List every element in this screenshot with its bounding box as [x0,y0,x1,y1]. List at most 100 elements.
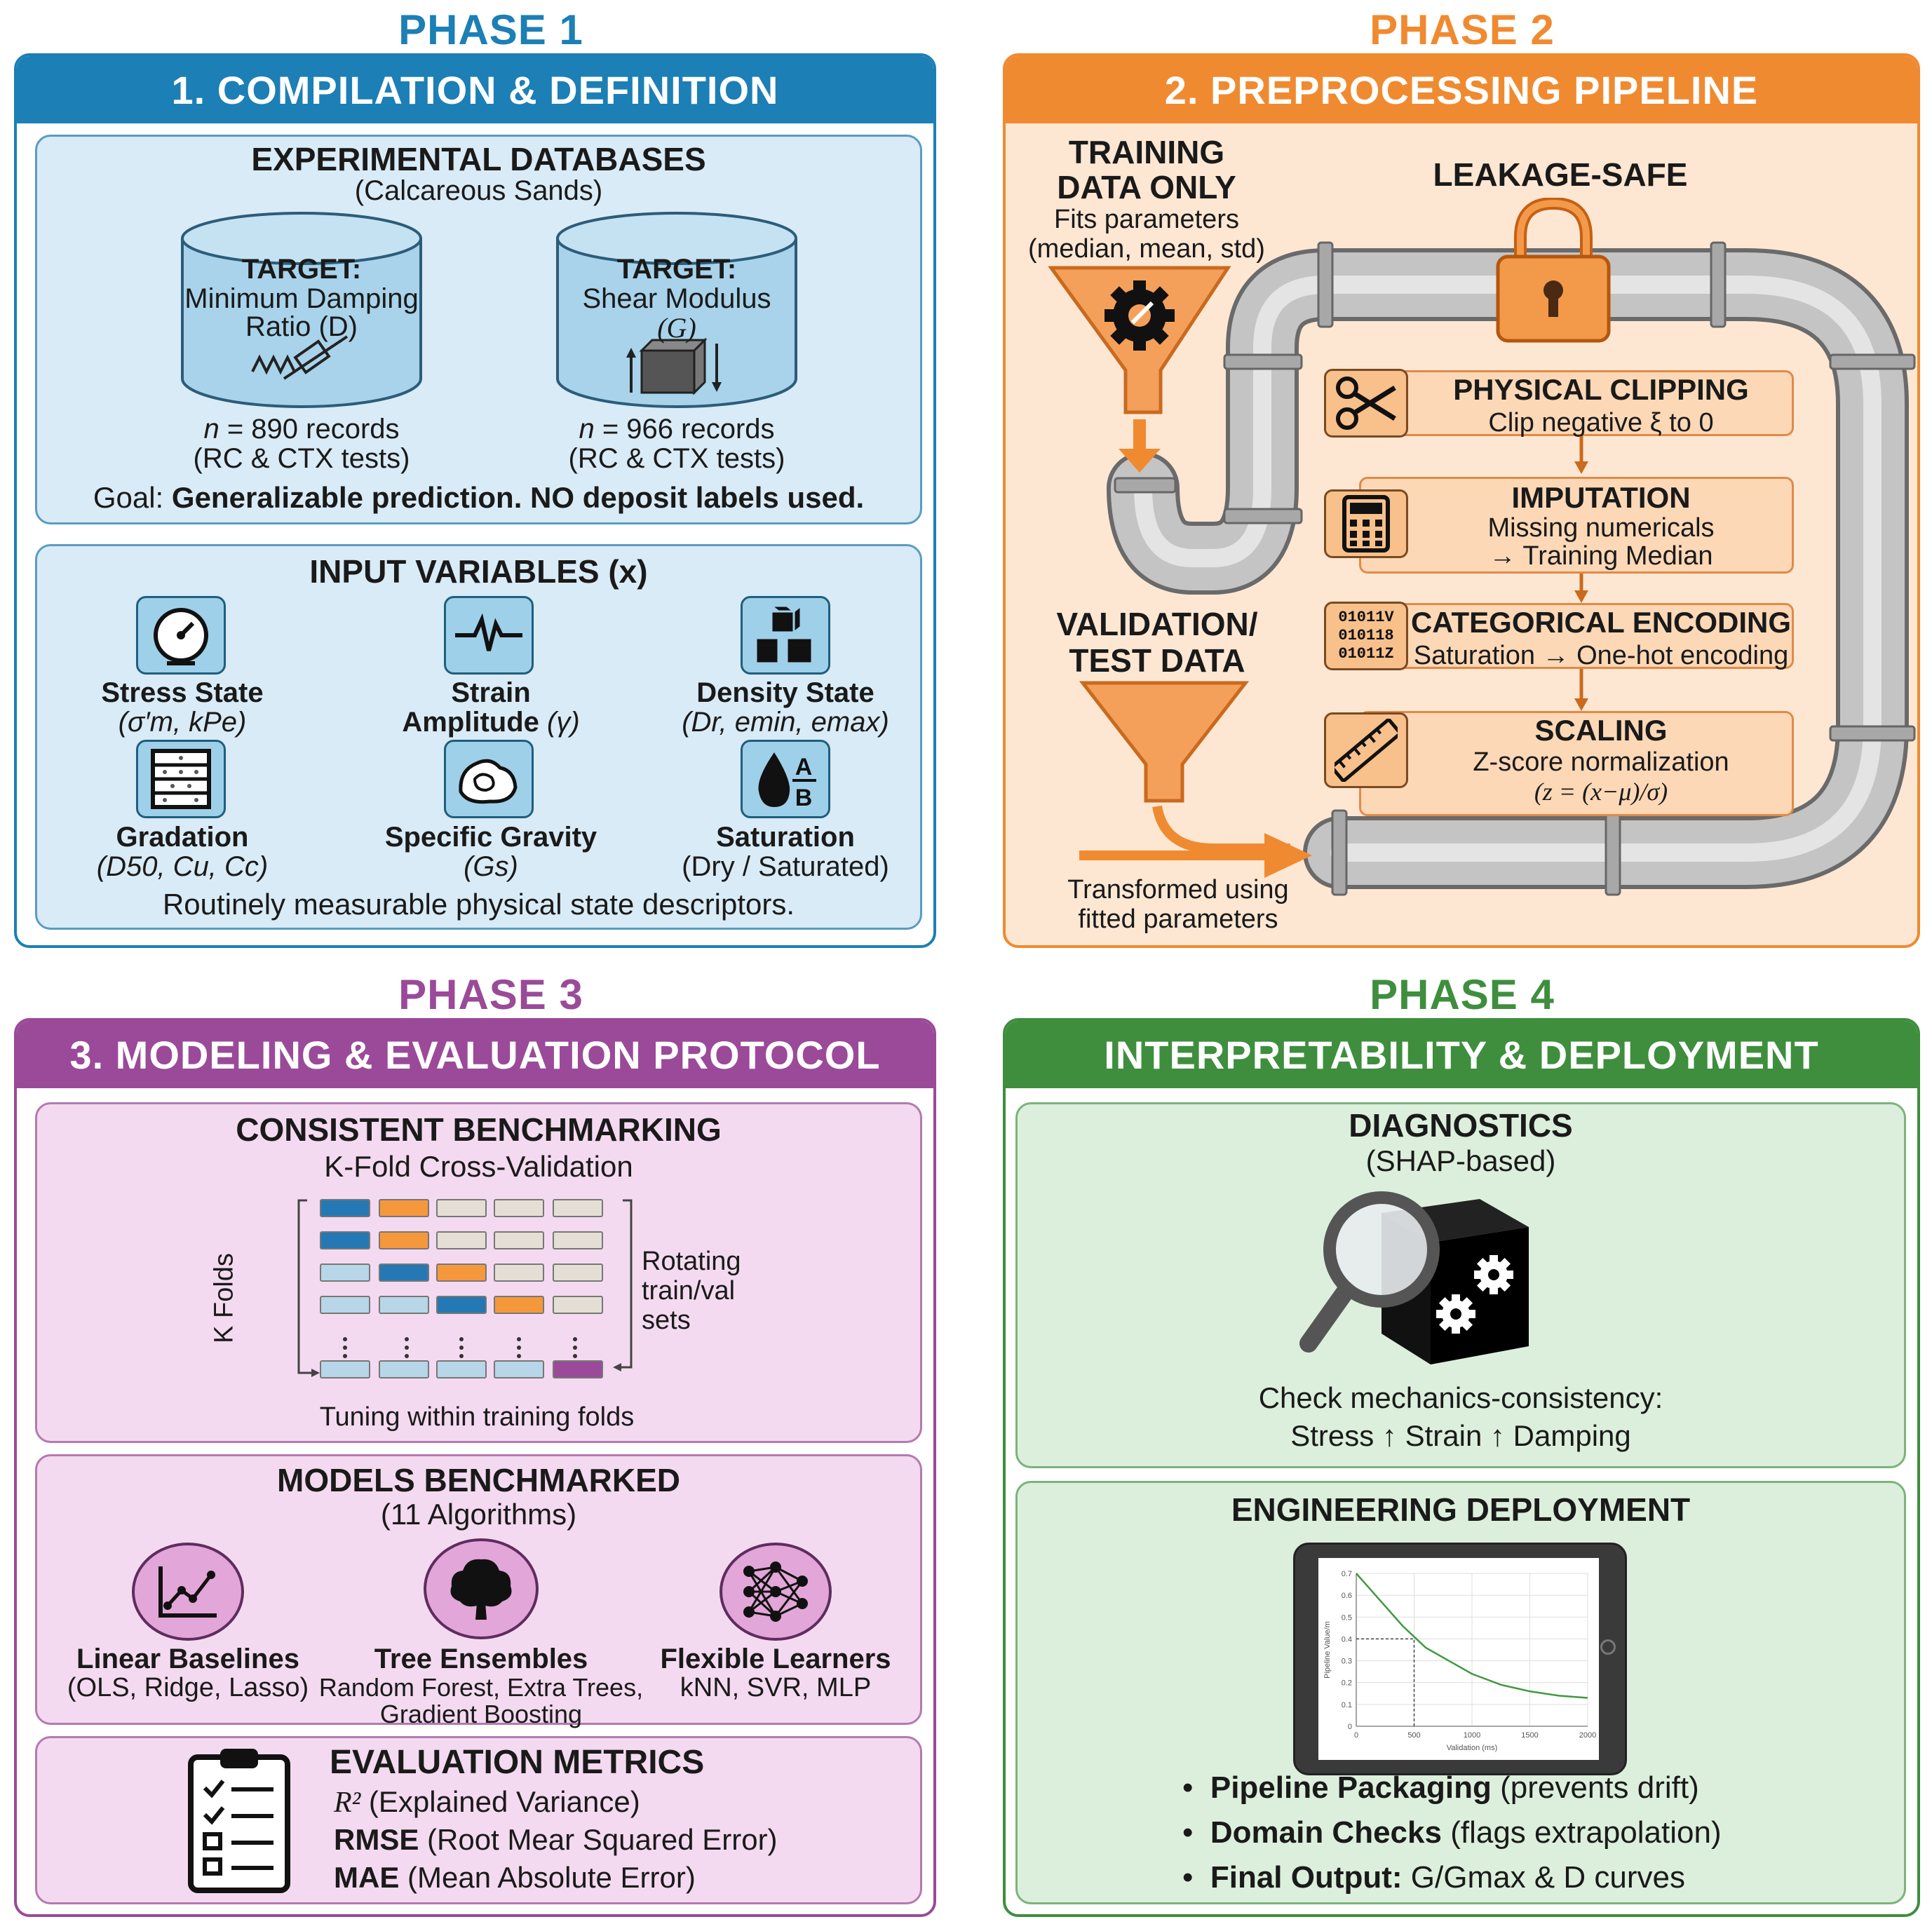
pipeline-pipes [1107,241,1916,896]
input-gradation-detail: (D50, Cu, Cc) [96,851,269,882]
clipboard-icon [188,1749,290,1893]
cyl2-target: TARGET: [616,254,737,285]
fold-cell [379,1231,429,1249]
diagnostics-sub: (SHAP-based) [1365,1144,1556,1177]
phase1-label: PHASE 1 [398,6,583,53]
flow-arrow-3 [1574,669,1588,711]
step-imputation-text1: Missing numericals [1487,513,1715,543]
bullet-pipeline: • Pipeline Packaging (prevents drift) [1182,1770,1699,1805]
chart-xtick-label: 1000 [1464,1731,1480,1740]
cubes-icon [741,596,830,675]
cyl1-tests: (RC & CTX tests) [193,443,410,474]
databases-heading: EXPERIMENTAL DATABASES [251,141,706,177]
inputs-footer: Routinely measurable physical state desc… [162,888,795,921]
chart-ytick-label: 0.6 [1342,1592,1352,1600]
diagnostics-check1: Check mechanics-consistency: [1258,1381,1663,1414]
step-encoding [1359,603,1794,669]
kfold-brackets [297,1199,633,1377]
fold-cell [553,1296,603,1314]
input-strain-label: Strain [451,677,531,708]
model-linear-title: Linear Baselines [76,1644,299,1674]
input-saturation-label: Saturation [716,822,855,853]
fold-cell [379,1360,429,1378]
neural-network-icon [720,1543,832,1641]
chart-x-label: Validation (ms) [1447,1744,1498,1752]
databases-sub: (Calcareous Sands) [354,175,603,206]
input-strain-detail: Amplitude (γ) [402,707,580,738]
phase3-title: 3. MODELING & EVALUATION PROTOCOL [17,1021,933,1088]
tuning-label: Tuning within training folds [319,1402,635,1432]
ruler-icon [1324,712,1408,788]
cyl2-records: n = 966 records [579,414,775,445]
phase3-label: PHASE 3 [398,971,583,1018]
lock-icon [1496,198,1611,343]
chart-ytick-label: 0.1 [1342,1701,1352,1709]
cyl2-line2: (G) [657,312,696,344]
linear-chart-icon [132,1543,244,1641]
input-gravity-label: Specific Gravity [384,822,597,853]
tablet-button[interactable] [1600,1639,1616,1655]
cyl1-target: TARGET: [241,254,362,285]
model-flexible-title: Flexible Learners [660,1644,891,1674]
model-flexible-text: kNN, SVR, MLP [680,1673,872,1702]
inputs-heading: INPUT VARIABLES (x) [309,553,648,590]
chart-xtick-label: 2000 [1579,1731,1596,1740]
flow-arrow-2 [1574,574,1588,603]
model-tree-title: Tree Ensembles [374,1644,588,1674]
bullet-output: • Final Output: G/Gmax & D curves [1182,1860,1685,1895]
database-cylinder-1-icon [181,212,422,408]
leakage-safe-label: LEAKAGE-SAFE [1433,156,1688,193]
fold-cell [379,1296,429,1314]
fold-cell [494,1264,544,1282]
fold-cell [436,1360,487,1378]
model-tree-text1: Random Forest, Extra Trees, [318,1673,644,1702]
phase2-title: 2. PREPROCESSING PIPELINE [1006,56,1917,123]
chart-ytick-label: 0 [1348,1723,1352,1731]
phase2-label: PHASE 2 [1370,6,1555,53]
step-scaling [1359,711,1794,816]
chart-xtick-label: 0 [1354,1731,1358,1740]
fold-cell [494,1296,544,1314]
input-stress-label: Stress State [101,677,264,708]
fold-cell [553,1360,603,1378]
metric-r2: R² (Explained Variance) [334,1785,640,1819]
metrics-box [35,1736,922,1904]
phase1-title: 1. COMPILATION & DEFINITION [17,56,933,123]
bullet-domain: • Domain Checks (flags extrapolation) [1182,1815,1722,1850]
input-density-label: Density State [696,677,874,708]
benchmark-sub: K-Fold Cross-Validation [324,1150,633,1183]
phase4-label: PHASE 4 [1370,971,1555,1018]
metric-mae: MAE (Mean Absolute Error) [334,1861,696,1894]
cyl1-line1: Minimum Damping [184,283,419,314]
fold-cell [494,1360,544,1378]
fold-cell [320,1199,370,1217]
step-imputation-title: IMPUTATION [1511,481,1691,514]
fold-cell [379,1264,429,1282]
deployment-bullets: • Pipeline Packaging (prevents drift) • … [1182,1766,1722,1900]
input-density-detail: (Dr, emin, emax) [682,707,889,738]
fits-parameters-label: Fits parameters(median, mean, std) [1028,205,1265,264]
fold-cell [494,1199,544,1217]
chart-ytick-label: 0.3 [1342,1658,1352,1666]
kfolds-label: K Folds [209,1253,239,1343]
chart-ytick-label: 0.4 [1342,1635,1352,1644]
input-stress-detail: (σ′m, kPe) [118,707,247,738]
step-scaling-title: SCALING [1534,714,1668,747]
model-linear-text: (OLS, Ridge, Lasso) [67,1673,309,1702]
tree-icon [424,1538,539,1639]
chart-ytick-label: 0.7 [1342,1570,1352,1578]
cyl1-records: n = 890 records [203,414,400,445]
databases-goal: Goal: Generalizable prediction. NO depos… [93,481,865,514]
svg-text:B: B [795,785,813,811]
chart-xtick-label: 1500 [1521,1731,1538,1740]
chart-xtick-label: 500 [1407,1731,1420,1740]
models-sub: (11 Algorithms) [380,1498,577,1531]
fold-cell [320,1296,370,1314]
input-saturation-detail: (Dry / Saturated) [682,851,889,882]
phase4-title: INTERPRETABILITY & DEPLOYMENT [1006,1021,1917,1088]
